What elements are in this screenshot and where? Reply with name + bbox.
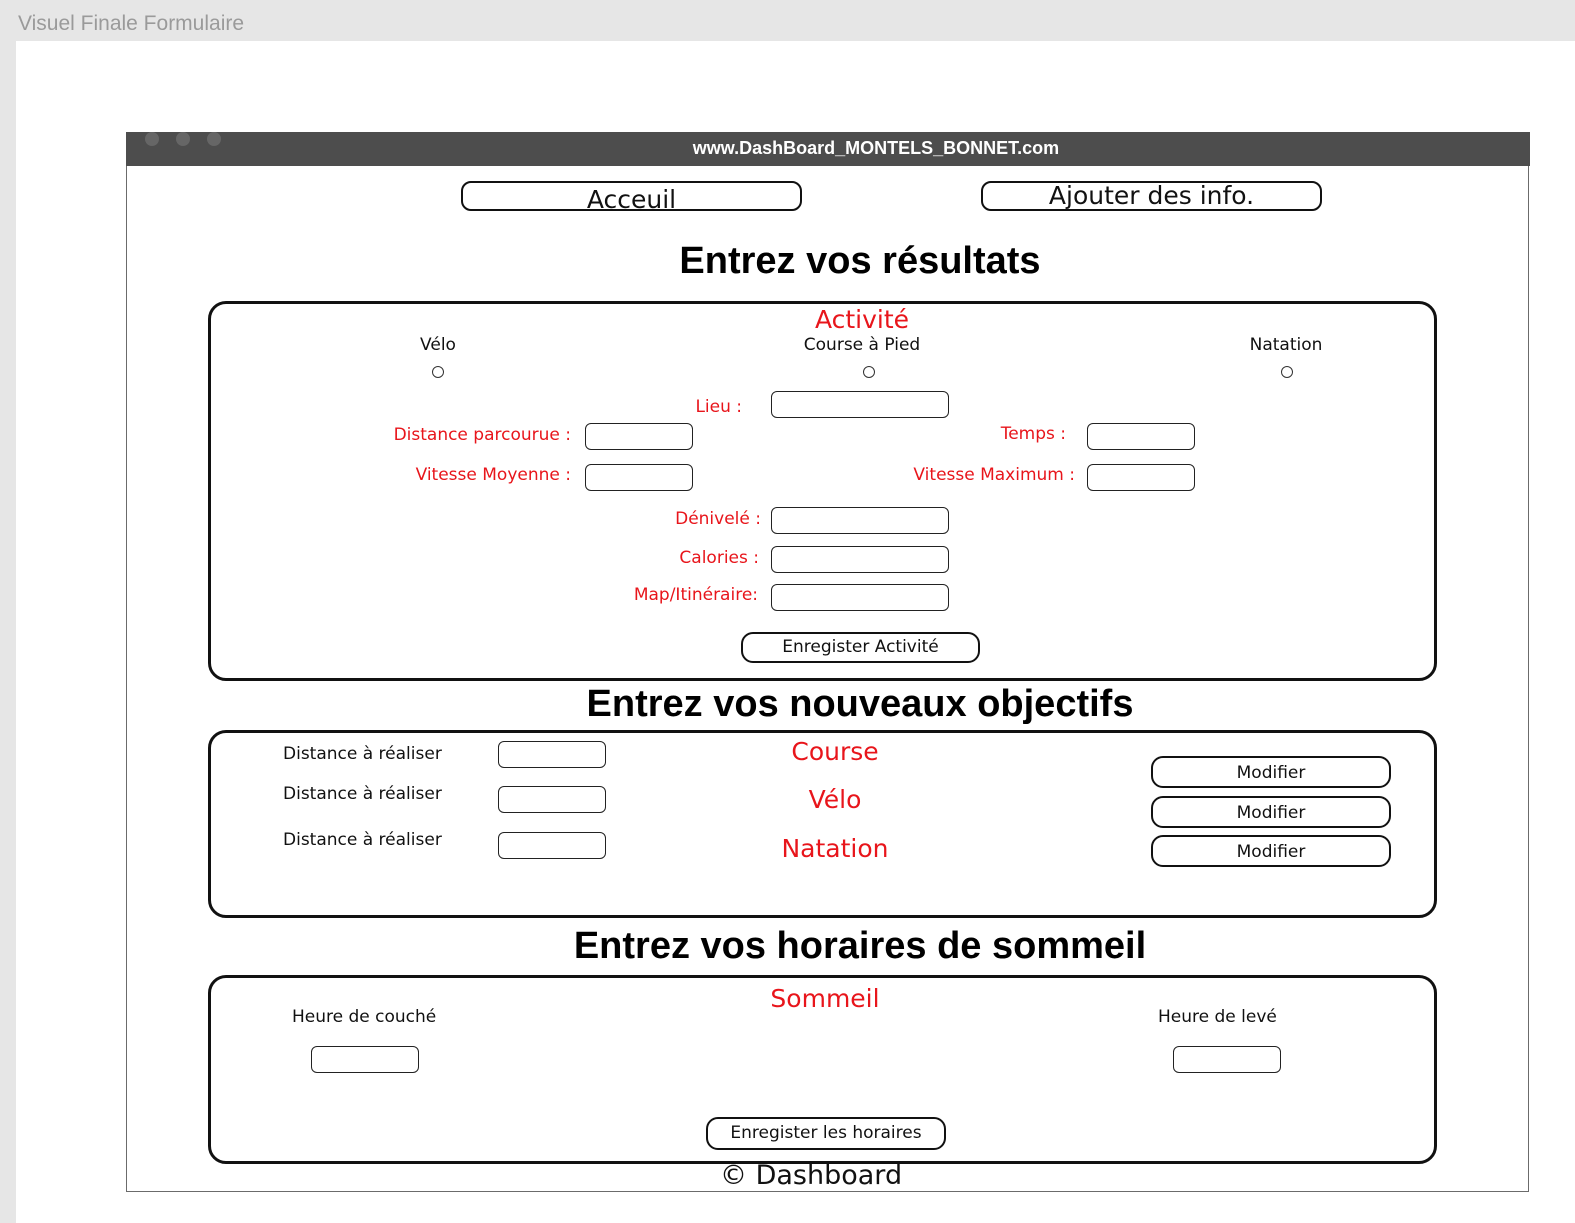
activity-section-label: Activité — [814, 305, 910, 334]
activity-course-label: Course à Pied — [803, 335, 921, 355]
activity-velo-label: Vélo — [420, 335, 456, 355]
vitesse-max-input[interactable] — [1087, 464, 1195, 491]
lieu-label: Lieu : — [695, 397, 742, 417]
sleep-heading: Entrez vos horaires de sommeil — [573, 925, 1147, 967]
home-button[interactable]: Acceuil — [461, 181, 802, 214]
frame-title: Visuel Finale Formulaire — [18, 12, 245, 35]
map-label: Map/Itinéraire: — [633, 585, 758, 605]
save-sleep-button[interactable]: Enregister les horaires — [706, 1117, 946, 1150]
modify-course-objective-button[interactable]: Modifier — [1151, 756, 1391, 788]
save-activity-button[interactable]: Enregister Activité — [741, 632, 980, 663]
window-minimize-dot-icon[interactable] — [176, 132, 190, 146]
modify-velo-objective-button[interactable]: Modifier — [1151, 796, 1391, 828]
sleep-section-label: Sommeil — [770, 984, 880, 1013]
map-input[interactable] — [771, 584, 949, 611]
modify-natation-objective-button[interactable]: Modifier — [1151, 835, 1391, 867]
lieu-input[interactable] — [771, 391, 949, 418]
temps-label: Temps : — [1000, 424, 1066, 444]
footer: © Dashboard — [720, 1160, 920, 1194]
distance-label: Distance parcourue : — [393, 425, 571, 445]
vitesse-moyenne-label: Vitesse Moyenne : — [415, 465, 571, 485]
browser-url: www.DashBoard_MONTELS_BONNET.com — [692, 138, 1060, 158]
browser-titlebar — [126, 132, 1530, 166]
objective-velo-input[interactable] — [498, 786, 606, 813]
activity-natation-label: Natation — [1249, 335, 1323, 355]
objective-course-input[interactable] — [498, 741, 606, 768]
temps-input[interactable] — [1087, 423, 1195, 450]
objective-velo-distance-label: Distance à réaliser — [283, 784, 442, 804]
objective-course-sport-label: Course — [791, 737, 879, 766]
denivele-input[interactable] — [771, 507, 949, 534]
activity-natation-radio[interactable] — [1281, 366, 1293, 378]
vitesse-moyenne-input[interactable] — [585, 464, 693, 491]
bedtime-label: Heure de couché — [292, 1007, 437, 1027]
objective-velo-sport-label: Vélo — [808, 785, 862, 814]
objective-natation-distance-label: Distance à réaliser — [283, 830, 442, 850]
copyright-icon: © — [720, 1160, 747, 1191]
window-close-dot-icon[interactable] — [145, 132, 159, 146]
denivele-label: Dénivelé : — [675, 509, 761, 529]
distance-input[interactable] — [585, 423, 693, 450]
results-panel — [208, 301, 1437, 681]
activity-velo-radio[interactable] — [432, 366, 444, 378]
objective-natation-input[interactable] — [498, 832, 606, 859]
activity-course-radio[interactable] — [863, 366, 875, 378]
wake-time-input[interactable] — [1173, 1046, 1281, 1073]
add-info-button[interactable]: Ajouter des info. — [981, 181, 1322, 211]
wake-time-label: Heure de levé — [1158, 1007, 1277, 1027]
calories-input[interactable] — [771, 546, 949, 573]
window-maximize-dot-icon[interactable] — [207, 132, 221, 146]
footer-text: Dashboard — [755, 1160, 903, 1191]
results-heading: Entrez vos résultats — [679, 240, 1041, 282]
objective-natation-sport-label: Natation — [781, 834, 889, 863]
calories-label: Calories : — [679, 548, 759, 568]
bedtime-input[interactable] — [311, 1046, 419, 1073]
objective-course-distance-label: Distance à réaliser — [283, 744, 442, 764]
objectives-heading: Entrez vos nouveaux objectifs — [586, 683, 1134, 725]
vitesse-max-label: Vitesse Maximum : — [913, 465, 1075, 485]
